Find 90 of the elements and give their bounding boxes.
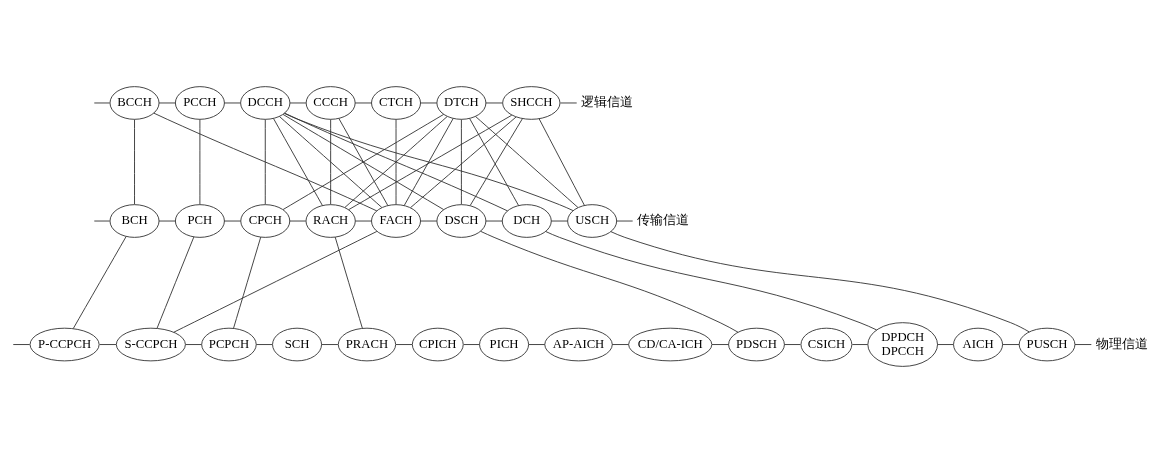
- connector: [12, 344, 31, 345]
- connector: [463, 344, 480, 345]
- connector: [134, 119, 135, 205]
- connector: [255, 344, 273, 345]
- connector: [153, 112, 378, 212]
- connector: [480, 230, 739, 333]
- connector: [611, 344, 629, 345]
- connector: [338, 118, 389, 206]
- node-ellipse: SHCCH: [502, 86, 561, 120]
- connector: [420, 102, 438, 104]
- connector: [783, 344, 801, 345]
- node-ellipse: DSCH: [436, 204, 487, 238]
- connector: [550, 220, 569, 222]
- connector: [395, 344, 413, 345]
- node-ellipse: CCCH: [305, 86, 356, 120]
- node-ellipse: S-CCPCH: [115, 327, 186, 362]
- connector: [273, 118, 323, 206]
- node-text: 传输信道: [636, 213, 689, 228]
- connector: [233, 236, 262, 329]
- connector: [410, 116, 517, 209]
- connector: [158, 102, 176, 104]
- connector: [330, 119, 332, 205]
- connector: [199, 119, 201, 205]
- connector: [223, 102, 241, 104]
- node-ellipse: FACH: [371, 204, 421, 238]
- connector: [321, 344, 339, 345]
- connector: [344, 116, 448, 208]
- connector: [284, 112, 574, 211]
- connector: [334, 236, 363, 329]
- connector: [173, 231, 378, 333]
- node-ellipse: BCH: [109, 204, 160, 238]
- connector: [560, 102, 578, 104]
- node-ellipse: PUSCH: [1018, 327, 1076, 362]
- connector: [348, 114, 513, 211]
- connector: [420, 220, 438, 222]
- node-ellipse: DCH: [501, 204, 552, 238]
- connector: [395, 119, 397, 205]
- node-ellipse: PDSCH: [728, 327, 785, 362]
- connector: [538, 118, 585, 206]
- connector: [279, 116, 383, 208]
- connector: [93, 220, 111, 222]
- connector: [264, 119, 266, 205]
- connector: [99, 344, 117, 345]
- node-text: 逻辑信道: [580, 95, 633, 110]
- connector: [528, 344, 546, 345]
- node-ellipse: CD/CA-ICH: [628, 327, 713, 362]
- connector: [485, 102, 503, 104]
- connector: [936, 344, 954, 345]
- connector: [185, 344, 202, 345]
- connector: [460, 119, 462, 205]
- connector: [158, 220, 176, 222]
- node-ellipse: PICH: [479, 327, 530, 362]
- connector: [545, 231, 878, 331]
- node-ellipse: PCH: [174, 204, 225, 238]
- node-ellipse: AICH: [953, 327, 1004, 362]
- node-ellipse: CSICH: [800, 327, 853, 362]
- connector: [485, 220, 503, 222]
- node-ellipse: PCPCH: [201, 327, 257, 362]
- node-ellipse: DCCH: [240, 86, 291, 120]
- node-ellipse: USCH: [567, 204, 618, 238]
- connector: [711, 344, 730, 345]
- connector: [289, 102, 307, 104]
- node-ellipse: DPDCH DPCCH: [867, 322, 938, 367]
- connector: [1002, 344, 1020, 345]
- node-ellipse: CTCH: [371, 86, 421, 120]
- connector: [289, 220, 307, 222]
- node-ellipse: BCCH: [109, 86, 160, 120]
- node-ellipse: RACH: [305, 204, 356, 238]
- connector: [616, 220, 634, 222]
- connector: [403, 118, 454, 206]
- node-ellipse: CPICH: [411, 327, 464, 362]
- node-ellipse: CPCH: [240, 204, 291, 238]
- node-text: 物理信道: [1095, 336, 1148, 351]
- node-ellipse: PRACH: [337, 327, 397, 362]
- connector: [72, 236, 127, 329]
- connector: [354, 102, 372, 104]
- connector: [93, 102, 111, 104]
- connector: [1074, 344, 1092, 345]
- connector: [610, 231, 1030, 333]
- connector: [354, 220, 372, 222]
- connector: [475, 116, 579, 208]
- node-ellipse: PCCH: [174, 86, 225, 120]
- node-ellipse: SCH: [272, 327, 323, 362]
- connector: [851, 344, 869, 345]
- connector: [156, 236, 195, 329]
- connector: [223, 220, 242, 222]
- node-ellipse: AP-AICH: [544, 327, 613, 362]
- connector: [284, 112, 508, 212]
- node-ellipse: DTCH: [436, 86, 487, 120]
- node-ellipse: P-CCPCH: [29, 327, 100, 362]
